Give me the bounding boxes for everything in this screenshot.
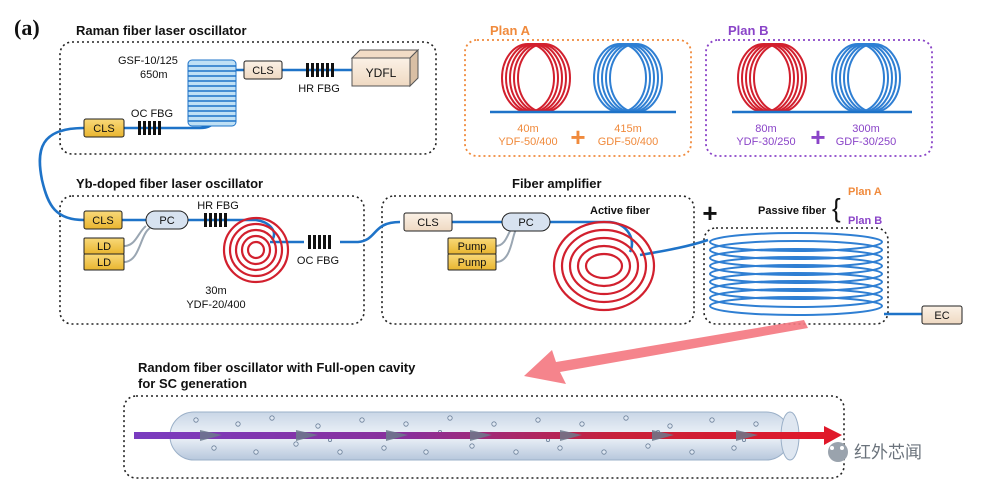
yb-gain-coil — [222, 216, 290, 284]
raman-oc-fbg-label: OC FBG — [131, 108, 173, 120]
yb-pc — [145, 210, 189, 230]
figure-label: (a) — [14, 15, 40, 40]
plan-b-gain-coil — [737, 43, 807, 113]
plan-a-plus: + — [570, 122, 585, 152]
yb-hr-fbg-grating — [204, 213, 227, 227]
ec-endcap — [921, 305, 963, 325]
yb-pc-label: PC — [159, 215, 174, 227]
plan-b-title: Plan B — [728, 23, 768, 38]
plan-b-gain-type: YDF-30/250 — [736, 136, 795, 148]
yb-title: Yb-doped fiber laser oscillator — [76, 176, 263, 191]
amp-active-fiber-label: Active fiber — [590, 205, 651, 217]
amp-pump-2 — [447, 253, 497, 271]
amp-pc — [501, 212, 551, 232]
plan-a-gain-type: YDF-50/400 — [498, 136, 557, 148]
raman-cls-top-label: CLS — [252, 65, 273, 77]
random-title-line-1: Random fiber oscillator with Full-open c… — [138, 360, 416, 375]
yb-coil-type: YDF-20/400 — [186, 299, 245, 311]
gsf-fiber-coil — [187, 59, 237, 127]
plan-b-passive-type: GDF-30/250 — [836, 136, 897, 148]
amp-pump-1-label: Pump — [458, 241, 487, 253]
passive-fiber-label: Passive fiber — [758, 205, 827, 217]
zoom-arrow — [524, 320, 808, 384]
raman-hr-fbg-grating — [306, 63, 334, 77]
amp-pc-label: PC — [518, 217, 533, 229]
plan-b-gain-length: 80m — [755, 123, 776, 135]
passive-fiber-coil — [709, 232, 883, 316]
plan-b-plus: + — [810, 122, 825, 152]
plan-a-passive-type: GDF-50/400 — [598, 136, 659, 148]
ec-label: EC — [934, 310, 949, 322]
watermark-logo-icon — [828, 442, 848, 462]
yb-cls-label: CLS — [92, 215, 113, 227]
raman-cls-left-label: CLS — [93, 123, 114, 135]
passive-plus: + — [702, 198, 717, 228]
amp-active-fiber-coil — [552, 220, 656, 312]
ydfl-block — [350, 48, 420, 88]
passive-fiber-box — [703, 227, 889, 325]
plan-a-title: Plan A — [490, 23, 531, 38]
plan-b-passive-length: 300m — [852, 123, 880, 135]
passive-brace: { — [832, 193, 841, 223]
passive-plan-b: Plan B — [848, 215, 882, 227]
plan-a-box — [464, 39, 692, 157]
scattering-particles — [193, 415, 759, 455]
gsf-label-length: 650m — [140, 69, 168, 81]
plan-a-passive-coil — [593, 43, 663, 113]
raman-cls-top — [243, 60, 283, 80]
watermark-text: 红外芯闻 — [854, 443, 922, 463]
yb-ld-2-label: LD — [97, 257, 111, 269]
plan-a-passive-length: 415m — [614, 123, 642, 135]
raman-cls-left — [83, 118, 125, 138]
beam-arrowhead — [824, 426, 842, 445]
plan-b-passive-coil — [831, 43, 901, 113]
yb-oc-fbg-label: OC FBG — [297, 255, 339, 267]
yb-oc-fbg-grating — [308, 235, 331, 249]
yb-ld-1-label: LD — [97, 241, 111, 253]
yb-ld-2 — [83, 253, 125, 271]
raman-hr-fbg-label: HR FBG — [298, 83, 340, 95]
random-oscillator-box — [123, 395, 845, 479]
plan-b-box — [705, 39, 933, 157]
yb-group-box — [59, 195, 365, 325]
yb-coil-length: 30m — [205, 285, 226, 297]
amp-cls-label: CLS — [417, 217, 438, 229]
amp-cls — [403, 212, 453, 232]
amp-title: Fiber amplifier — [512, 176, 602, 191]
raman-title: Raman fiber laser oscillator — [76, 23, 247, 38]
raman-oc-fbg-grating — [138, 121, 161, 135]
gsf-label-type: GSF-10/125 — [118, 55, 178, 67]
raman-group-box — [59, 41, 437, 155]
yb-hr-fbg-label: HR FBG — [197, 200, 239, 212]
ydfl-label: YDFL — [366, 66, 397, 80]
beam-direction-marks — [200, 430, 758, 441]
passive-plan-a: Plan A — [848, 186, 882, 198]
amp-pump-2-label: Pump — [458, 257, 487, 269]
random-title-line-2: for SC generation — [138, 376, 247, 391]
plan-a-gain-coil — [501, 43, 571, 113]
yb-cls — [83, 210, 123, 230]
plan-a-gain-length: 40m — [517, 123, 538, 135]
